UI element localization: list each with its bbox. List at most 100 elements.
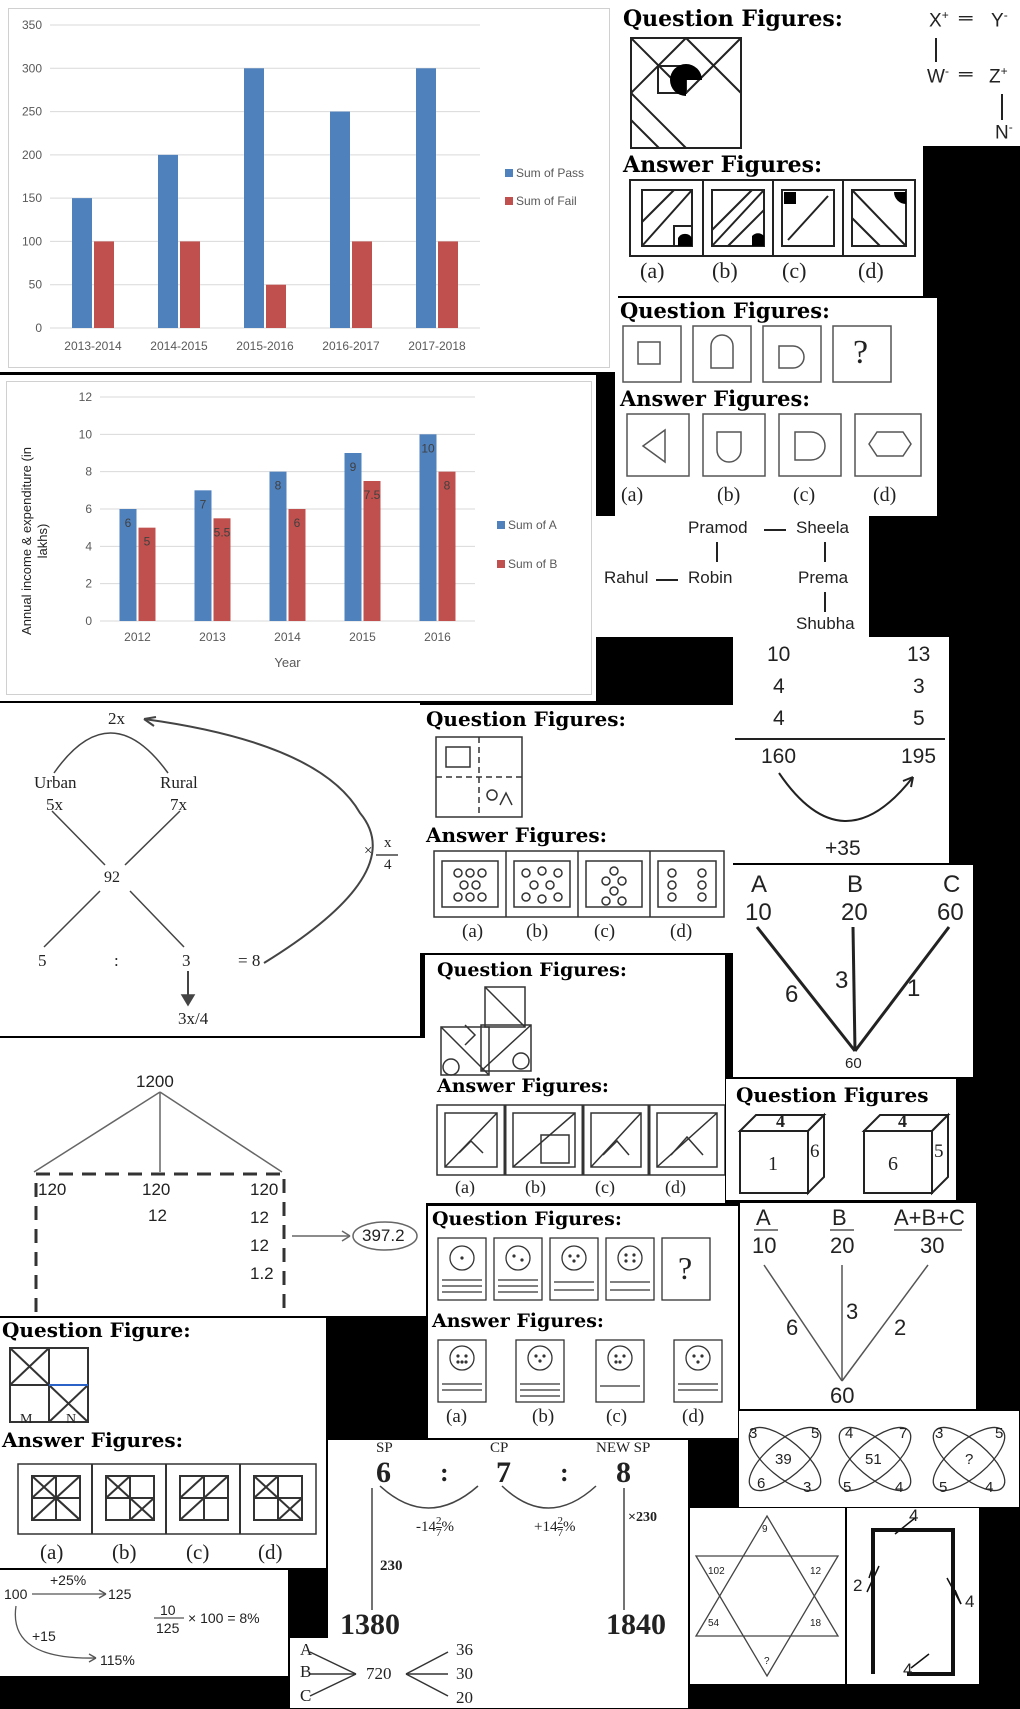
option-c[interactable]: (c) (595, 1177, 615, 1197)
option-a[interactable]: (a) (40, 1540, 64, 1564)
number-table-panel: 10 13 4 3 4 5 160 195 +35 (733, 637, 949, 863)
square-shape (866, 1517, 962, 1676)
x-tick-label: 2014-2015 (150, 339, 208, 353)
data-label: 7.5 (364, 488, 381, 502)
puzzle-square-rotation: Question Figures: Answer Figures: (a) (b… (618, 0, 923, 296)
f2-br: 4 (895, 1479, 904, 1496)
name-prema: Prema (798, 568, 849, 587)
abc-diagram-1: A B C 10 20 60 6 3 1 60 (733, 865, 973, 1077)
bar-sum-of-b (213, 518, 231, 621)
option-c[interactable]: (c) (782, 258, 807, 283)
legend-swatch (497, 521, 505, 529)
option-c[interactable]: (c) (594, 921, 616, 942)
puzzle-square-grid: Question Figure: Answer Figures: M N (a)… (0, 1318, 326, 1568)
difference-label: +35 (825, 837, 861, 860)
ratio-eq: = 8 (238, 951, 261, 970)
option-d[interactable]: (d) (682, 1406, 705, 1427)
option-a[interactable]: (a) (621, 484, 644, 506)
star-bottom: ? (764, 1656, 770, 1667)
option-b[interactable]: (b) (717, 484, 741, 506)
data-label: 6 (125, 516, 132, 530)
tree-1200-panel: 1200 120 120 120 12 12 12 1.2 397.2 (0, 1038, 426, 1316)
legend-label: Sum of Pass (516, 166, 584, 180)
option-a[interactable]: (a) (455, 1177, 475, 1197)
option-b[interactable]: (b) (112, 1540, 137, 1564)
bar-sum-of-pass (330, 111, 350, 328)
ratio-rural-val: 7x (170, 795, 187, 814)
answer-figures-heading: Answer Figures: (620, 386, 811, 411)
y-tick-label: 350 (22, 18, 42, 32)
puzzle-door-shapes: Question Figures: Answer Figures: ? (a) … (615, 298, 937, 516)
abc720-b: B (300, 1662, 312, 1681)
option-b[interactable]: (b) (525, 1177, 546, 1197)
option-d[interactable]: (d) (258, 1540, 283, 1564)
option-a[interactable]: (a) (640, 258, 665, 283)
abc2-va: 10 (752, 1233, 777, 1258)
cell-r3-right: 5 (913, 707, 925, 730)
option-c[interactable]: (c) (793, 484, 816, 506)
option-d[interactable]: (d) (665, 1177, 686, 1197)
y-tick-label: 250 (22, 105, 42, 119)
sp-cp-lines (371, 1485, 625, 1610)
legend-swatch (497, 560, 505, 568)
y-tick-label: 150 (22, 191, 42, 205)
dice2-side: 5 (934, 1141, 944, 1162)
ratio-frac-den: 4 (384, 857, 392, 873)
star-r: 12 (810, 1566, 822, 1577)
legend-swatch (505, 197, 513, 205)
option-c[interactable]: (c) (186, 1540, 210, 1564)
relation-z: Z+ (989, 64, 1008, 88)
abc2-vc: 30 (920, 1233, 945, 1258)
legend-label: Sum of Fail (516, 194, 577, 208)
ratio-frac-num: x (384, 835, 392, 851)
f1-tl: 3 (749, 1425, 758, 1442)
option-d[interactable]: (d) (873, 484, 897, 506)
question-mark: ? (853, 334, 869, 371)
cell-r2-right: 3 (913, 675, 925, 698)
ratio-mult: × (364, 843, 373, 859)
f1-br: 3 (803, 1479, 812, 1496)
y-tick-label: 0 (35, 321, 42, 335)
bar-sum-of-fail (352, 241, 372, 328)
abc1-b: B (847, 871, 864, 898)
option-b[interactable]: (b) (526, 921, 549, 942)
option-b[interactable]: (b) (532, 1406, 555, 1427)
label-m: M (20, 1412, 33, 1427)
option-c[interactable]: (c) (606, 1406, 628, 1427)
star-l: 102 (708, 1566, 725, 1577)
x-tick-label: 2015-2016 (236, 339, 294, 353)
data-label: 8 (275, 479, 282, 493)
bar-sum-of-pass (244, 68, 264, 329)
question-figures-heading: Question Figures: (620, 298, 830, 323)
option-a[interactable]: (a) (462, 921, 484, 942)
y-tick-label: 2 (85, 577, 92, 591)
question-figure (630, 37, 742, 149)
label-n: N (66, 1412, 77, 1427)
option-a[interactable]: (a) (446, 1406, 468, 1427)
tree-result: 397.2 (362, 1226, 405, 1245)
option-d[interactable]: (d) (670, 921, 693, 942)
option-b[interactable]: (b) (712, 258, 738, 283)
puzzle-dice: Question Figures 4 1 6 4 6 5 (726, 1079, 956, 1200)
option-d[interactable]: (d) (858, 258, 884, 283)
abc1-bottom: 60 (845, 1055, 862, 1072)
abc2-la: 6 (786, 1315, 799, 1340)
dice2-front: 6 (888, 1153, 898, 1175)
bar-sum-of-b (363, 481, 381, 621)
puzzle-circle-arrows: Question Figures: Answer Figures: ? (a) … (428, 1206, 738, 1438)
result-1840: 1840 (606, 1608, 666, 1641)
x-tick-label: 2016 (424, 630, 451, 644)
answer-figures-heading: Answer Figures: (623, 152, 823, 178)
tree-m2: 12 (148, 1206, 167, 1225)
data-label: 9 (350, 460, 357, 474)
name-robin: Robin (688, 568, 733, 587)
abc1-vc: 60 (937, 899, 964, 926)
bar-sum-of-b (138, 527, 156, 621)
abc1-la: 6 (785, 981, 799, 1008)
x-tick-label: 2012 (124, 630, 151, 644)
pct-start: 100 (4, 1586, 28, 1602)
y-tick-label: 100 (22, 234, 42, 248)
bar-sum-of-fail (438, 241, 458, 328)
ratio-rural: Rural (160, 773, 198, 792)
y-tick-label: 200 (22, 148, 42, 162)
